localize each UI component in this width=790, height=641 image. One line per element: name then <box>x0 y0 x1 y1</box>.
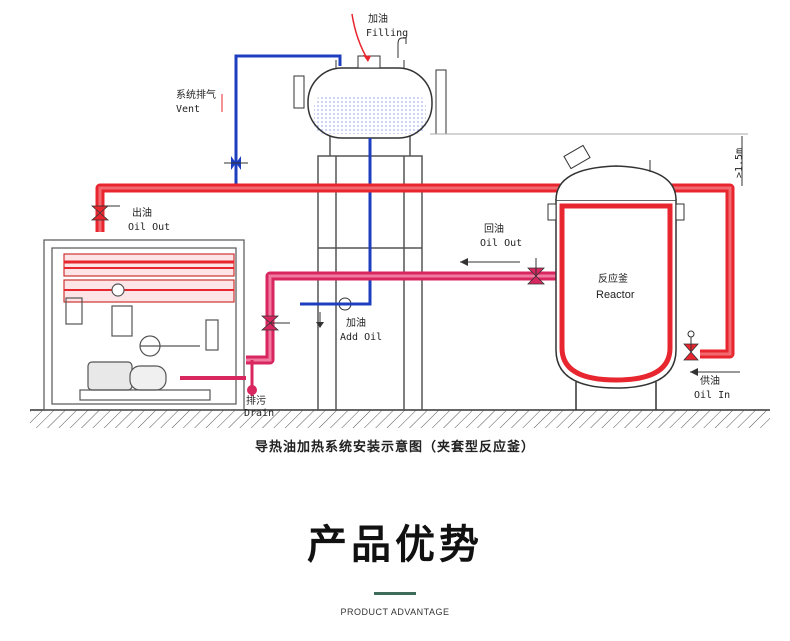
expansion-tank <box>293 55 447 139</box>
drain-valve <box>247 360 257 396</box>
drain-label-en: Drain <box>244 408 274 419</box>
reactor-vessel <box>547 144 685 410</box>
vent-valve <box>224 156 248 170</box>
reactor-label-en: Reactor <box>596 289 635 301</box>
section-subtitle: PRODUCT ADVANTAGE <box>340 607 450 617</box>
reactor-return-valve <box>527 258 545 285</box>
heater-cabinet <box>43 239 246 411</box>
supply-label-en: Oil In <box>694 390 730 401</box>
accent-divider <box>374 592 416 595</box>
height-note: >1.5m <box>734 148 745 178</box>
supply-valve <box>683 330 699 361</box>
height-marker <box>430 133 748 186</box>
supply-label-cn: 供油 <box>700 374 720 387</box>
vent-label-en: Vent <box>176 104 200 115</box>
filling-label-cn: 加油 <box>368 12 388 25</box>
reactor-label-cn: 反应釜 <box>598 272 628 285</box>
vent-label-cn: 系统排气 <box>176 88 216 101</box>
return-label-en: Oil Out <box>480 238 522 249</box>
installation-diagram: 加油 Filling 系统排气 Vent 加油 Add Oil >1.5m 出油… <box>30 12 770 428</box>
add-oil-label-cn: 加油 <box>346 316 366 329</box>
oil-out-label-cn: 出油 <box>132 206 152 219</box>
oil-out-valve <box>90 205 120 221</box>
add-oil-pipe <box>300 138 372 306</box>
vent-pipe <box>234 54 342 186</box>
hot-oil-supply-pipe-inner <box>98 186 732 356</box>
diagram-caption: 导热油加热系统安装示意图（夹套型反应釜） <box>254 440 535 455</box>
return-label-cn: 回油 <box>484 222 504 235</box>
drain-label-cn: 排污 <box>246 394 266 407</box>
filling-label-en: Filling <box>366 28 408 39</box>
add-oil-valve <box>336 297 354 311</box>
ground <box>30 409 770 428</box>
oil-out-label-en: Oil Out <box>128 222 170 233</box>
return-valve <box>260 315 290 331</box>
return-oil-pipe <box>246 271 560 365</box>
section-title: 产品优势 <box>307 522 483 568</box>
add-oil-label-en: Add Oil <box>340 332 382 343</box>
